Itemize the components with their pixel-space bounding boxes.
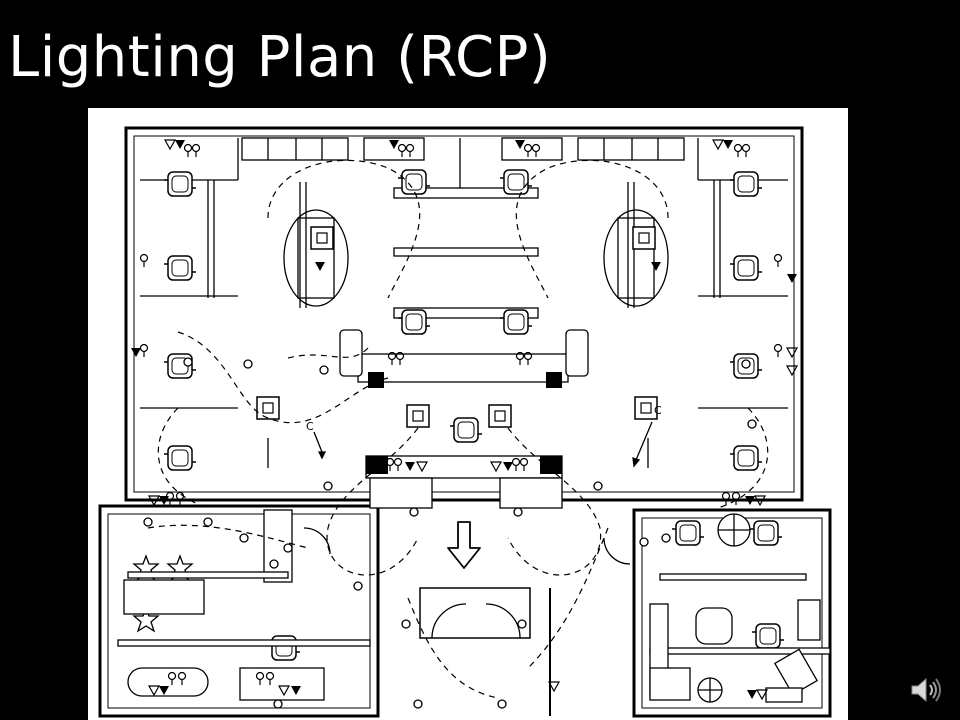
lighting-circuits — [147, 159, 769, 699]
switch-labels: C C — [306, 404, 662, 433]
top-furniture — [140, 137, 788, 409]
slide-title: Lighting Plan (RCP) — [8, 25, 552, 90]
right-wing-furniture — [649, 513, 831, 703]
building-walls — [98, 126, 832, 718]
switch-arrows — [313, 421, 653, 468]
structural-columns — [366, 372, 562, 474]
wiring-lines — [267, 438, 649, 468]
conference-tables — [283, 209, 669, 307]
speaker-icon[interactable] — [908, 672, 944, 708]
left-wing-furniture — [117, 509, 371, 701]
center-benches — [339, 187, 589, 509]
switch-label: C — [654, 404, 662, 417]
switch-label: C — [306, 420, 314, 433]
square-light-fixtures — [256, 226, 658, 428]
lighting-plan-drawing: C C — [88, 108, 848, 720]
entry-doors — [303, 527, 631, 639]
arrow-down-icon — [447, 521, 481, 569]
